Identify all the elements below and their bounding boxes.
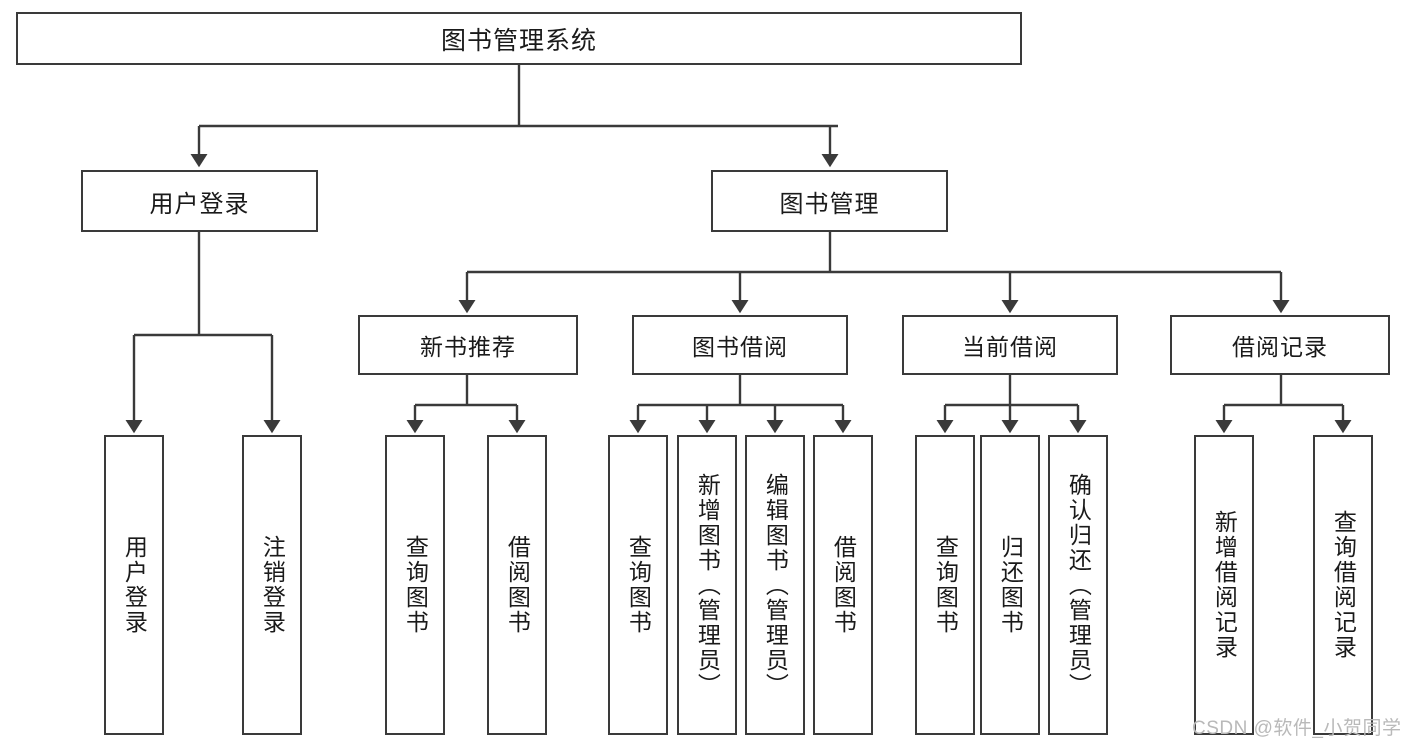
node-leaf-borrow-book-1-label: 借阅图书 <box>504 535 531 635</box>
node-leaf-edit-book-label: 编辑图书（管理员） <box>762 472 789 698</box>
node-user-login[interactable]: 用户登录 <box>81 170 318 232</box>
node-leaf-query-book-1-label: 查询图书 <box>402 535 429 635</box>
node-leaf-logout-login[interactable]: 注销登录 <box>242 435 302 735</box>
node-borrow-record[interactable]: 借阅记录 <box>1170 315 1390 375</box>
node-leaf-borrow-book-2-label: 借阅图书 <box>830 535 857 635</box>
node-leaf-query-book-3[interactable]: 查询图书 <box>915 435 975 735</box>
node-leaf-query-record-label: 查询借阅记录 <box>1330 510 1357 660</box>
node-leaf-query-record[interactable]: 查询借阅记录 <box>1313 435 1373 735</box>
node-leaf-add-book-label: 新增图书（管理员） <box>694 472 721 698</box>
node-leaf-user-login-label: 用户登录 <box>121 535 148 635</box>
node-leaf-return-book-label: 归还图书 <box>997 535 1024 635</box>
node-leaf-borrow-book-1[interactable]: 借阅图书 <box>487 435 547 735</box>
node-new-book-recommend-label: 新书推荐 <box>420 334 516 360</box>
node-leaf-logout-login-label: 注销登录 <box>259 535 286 635</box>
node-current-borrow[interactable]: 当前借阅 <box>902 315 1118 375</box>
node-leaf-query-book-2-label: 查询图书 <box>625 535 652 635</box>
node-leaf-add-book[interactable]: 新增图书（管理员） <box>677 435 737 735</box>
node-current-borrow-label: 当前借阅 <box>962 334 1058 360</box>
node-user-login-label: 用户登录 <box>149 190 250 218</box>
node-new-book-recommend[interactable]: 新书推荐 <box>358 315 578 375</box>
watermark-text: CSDN @软件_小贺同学 <box>1192 718 1402 739</box>
node-root-book-management-system[interactable]: 图书管理系统 <box>16 12 1022 65</box>
node-leaf-query-book-2[interactable]: 查询图书 <box>608 435 668 735</box>
node-leaf-borrow-book-2[interactable]: 借阅图书 <box>813 435 873 735</box>
node-borrow-record-label: 借阅记录 <box>1232 334 1328 360</box>
node-leaf-return-book[interactable]: 归还图书 <box>980 435 1040 735</box>
node-book-management[interactable]: 图书管理 <box>711 170 948 232</box>
node-leaf-edit-book[interactable]: 编辑图书（管理员） <box>745 435 805 735</box>
node-leaf-query-book-1[interactable]: 查询图书 <box>385 435 445 735</box>
node-book-management-label: 图书管理 <box>779 190 880 218</box>
node-leaf-confirm-return[interactable]: 确认归还（管理员） <box>1048 435 1108 735</box>
node-leaf-add-record-label: 新增借阅记录 <box>1211 510 1238 660</box>
node-root-label: 图书管理系统 <box>440 26 597 55</box>
node-book-borrow-label: 图书借阅 <box>692 334 788 360</box>
node-leaf-add-record[interactable]: 新增借阅记录 <box>1194 435 1254 735</box>
node-leaf-confirm-return-label: 确认归还（管理员） <box>1065 472 1092 698</box>
node-book-borrow[interactable]: 图书借阅 <box>632 315 848 375</box>
node-leaf-query-book-3-label: 查询图书 <box>932 535 959 635</box>
node-leaf-user-login[interactable]: 用户登录 <box>104 435 164 735</box>
